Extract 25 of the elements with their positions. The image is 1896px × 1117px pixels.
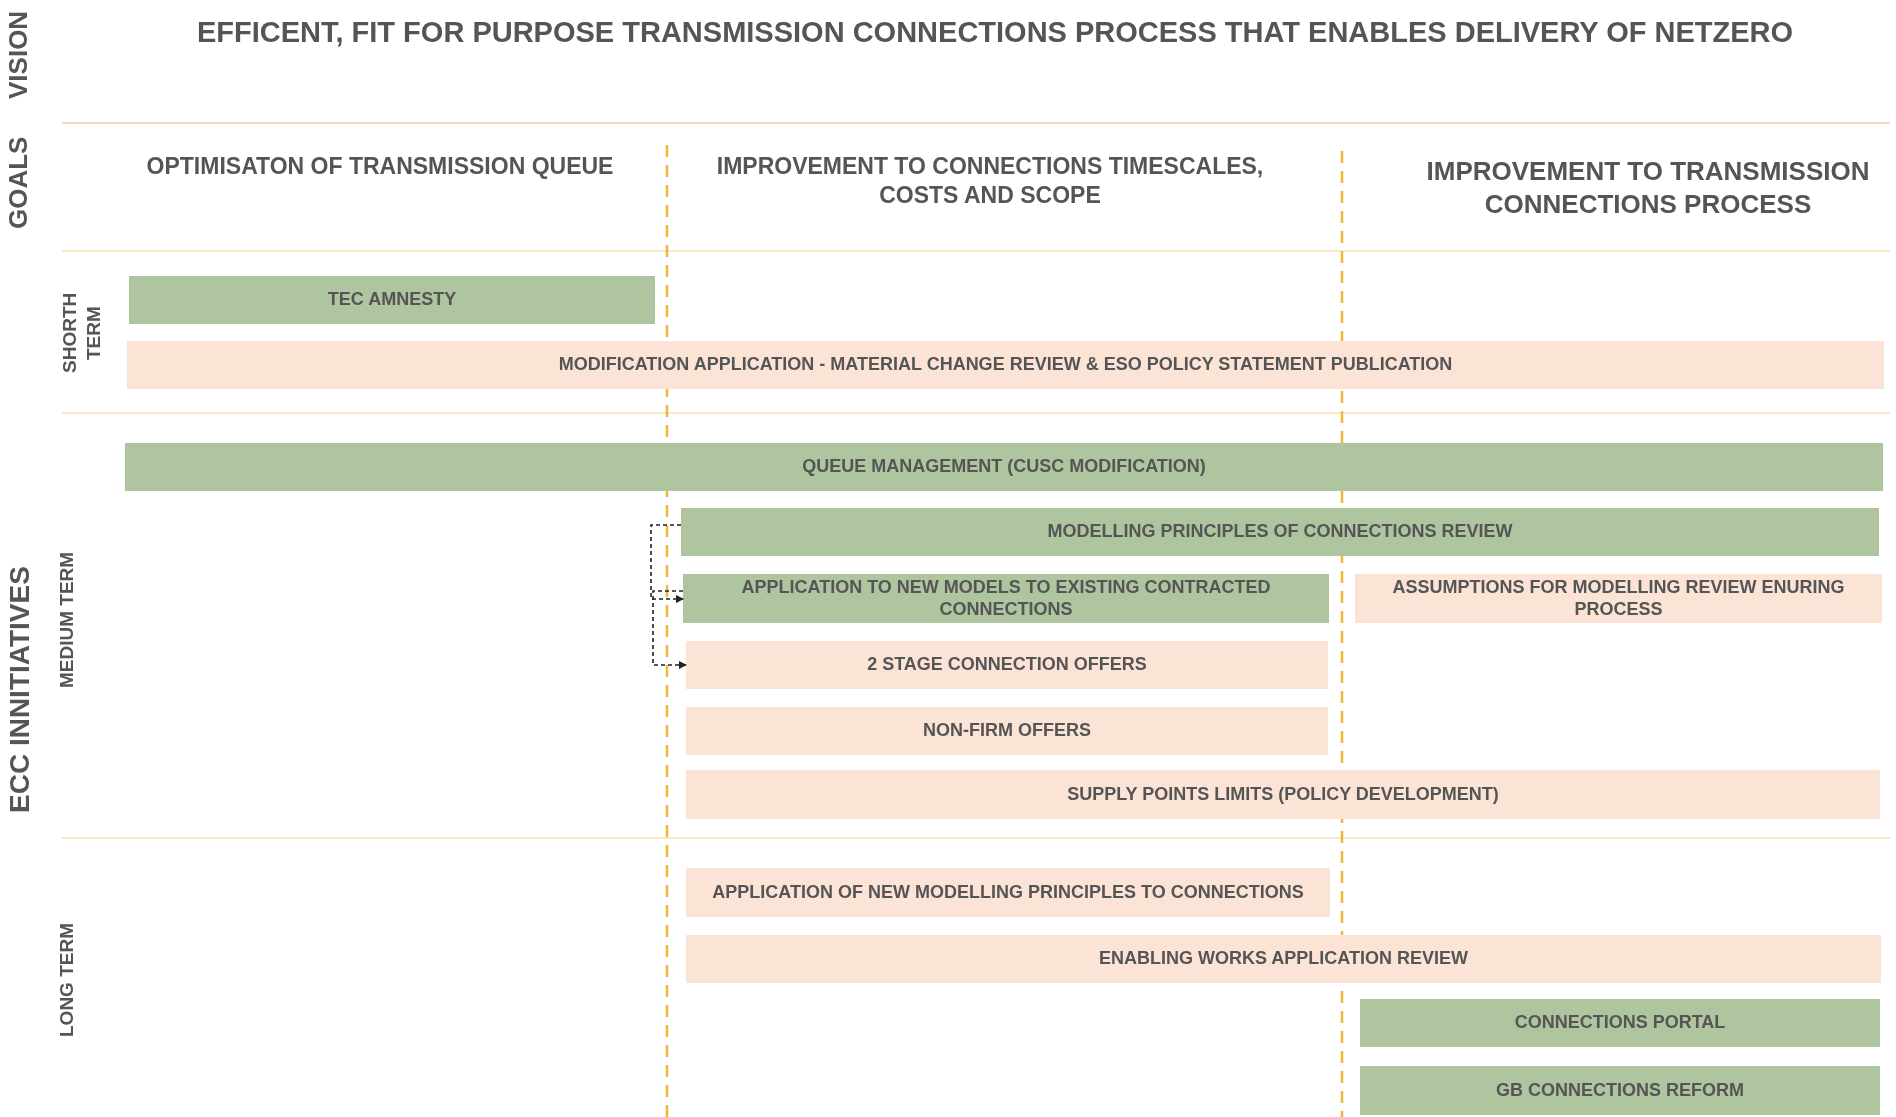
row-heading: ECC INNITIATIVES — [3, 565, 36, 816]
dashed-arrow — [650, 524, 684, 603]
initiative-bar: CONNECTIONS PORTAL — [1360, 999, 1880, 1047]
initiative-bar: SUPPLY POINTS LIMITS (POLICY DEVELOPMENT) — [686, 770, 1880, 819]
initiative-bar: 2 STAGE CONNECTION OFFERS — [686, 641, 1328, 689]
initiative-bar: APPLICATION TO NEW MODELS TO EXISTING CONTRACTED CONNECTIONS — [683, 574, 1329, 623]
initiative-bar: MODIFICATION APPLICATION - MATERIAL CHANGE REVIEW & ESO POLICY STATEMENT PUBLICATION — [127, 341, 1884, 389]
initiative-bar: GB CONNECTIONS REFORM — [1360, 1066, 1880, 1115]
dashed-arrow — [652, 590, 687, 669]
row-heading: MEDIUM TERM — [55, 550, 78, 691]
goal-heading: OPTIMISATON OF TRANSMISSION QUEUE — [145, 152, 615, 181]
goal-heading: IMPROVEMENT TO TRANSMISSION CONNECTIONS PROCESS — [1425, 155, 1871, 220]
initiative-bar: ASSUMPTIONS FOR MODELLING REVIEW ENURING PROCESS — [1355, 574, 1882, 623]
vision-statement: EFFICENT, FIT FOR PURPOSE TRANSMISSION CONNECTIONS PROCESS THAT ENABLES DELIVERY OF NETZERO — [195, 15, 1795, 50]
row-heading: VISION — [2, 9, 34, 102]
row-heading: LONG TERM — [55, 922, 78, 1039]
initiative-bar: MODELLING PRINCIPLES OF CONNECTIONS REVIEW — [681, 508, 1879, 556]
initiative-bar: QUEUE MANAGEMENT (CUSC MODIFICATION) — [125, 443, 1883, 491]
initiative-bar: NON-FIRM OFFERS — [686, 707, 1328, 755]
initiative-bar: APPLICATION OF NEW MODELLING PRINCIPLES TO CONNECTIONS — [686, 868, 1330, 917]
initiative-bar: ENABLING WORKS APPLICATION REVIEW — [686, 935, 1881, 983]
goal-heading: IMPROVEMENT TO CONNECTIONS TIMESCALES, COSTS AND SCOPE — [715, 152, 1265, 210]
row-heading: GOALS — [2, 135, 34, 232]
row-heading: SHORTH TERM — [58, 291, 105, 376]
initiative-bar: TEC AMNESTY — [129, 276, 655, 324]
